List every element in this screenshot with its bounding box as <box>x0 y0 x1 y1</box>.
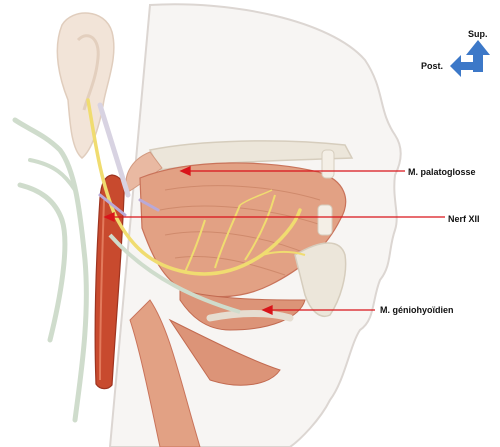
geniohyoid-label: M. géniohyoïdien <box>380 305 454 315</box>
posterior-label: Post. <box>421 61 443 71</box>
orientation-arrow-icon <box>450 40 490 77</box>
palatoglossus-label: M. palatoglosse <box>408 167 476 177</box>
hypoglossal-nerve-label: Nerf XII <box>448 214 480 224</box>
superior-label: Sup. <box>468 29 488 39</box>
